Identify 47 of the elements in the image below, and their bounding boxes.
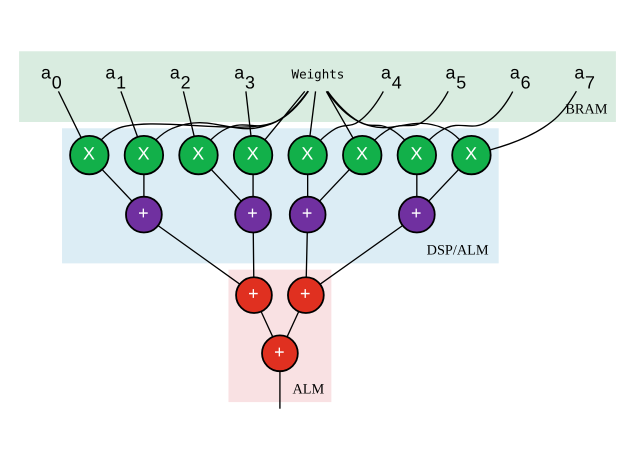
connector	[326, 91, 354, 138]
connector	[279, 371, 281, 409]
connector	[416, 174, 418, 196]
node-circle: X	[342, 134, 382, 176]
node-circle: +	[287, 276, 325, 314]
connector	[245, 91, 252, 136]
connector	[320, 225, 403, 285]
connector	[100, 90, 309, 140]
connector	[264, 90, 306, 140]
connector	[182, 91, 195, 136]
connector	[155, 91, 309, 140]
node-circle: X	[232, 134, 274, 176]
node-circle: +	[288, 196, 326, 234]
connector	[428, 169, 459, 202]
connector	[210, 90, 308, 140]
connector	[320, 91, 384, 141]
node-circle: +	[125, 196, 163, 234]
connector	[143, 174, 145, 196]
connector	[327, 90, 406, 140]
connector	[158, 225, 240, 284]
node-circle: +	[234, 196, 272, 234]
connector	[309, 91, 316, 136]
connector	[306, 174, 308, 196]
node-circle: X	[288, 134, 328, 176]
node-circle: +	[235, 276, 273, 314]
connector	[319, 169, 350, 202]
connector	[260, 311, 274, 338]
node-circle: X	[124, 134, 164, 176]
node-circle: X	[178, 134, 219, 176]
connector	[286, 311, 300, 338]
node-text: Weights	[292, 66, 344, 82]
connector	[102, 169, 132, 202]
connector	[428, 91, 514, 140]
connector	[306, 232, 308, 278]
connector	[490, 90, 577, 150]
connector	[58, 91, 82, 138]
node-circle: X	[451, 134, 492, 176]
node-circle: X	[396, 134, 437, 176]
node-circle: X	[69, 134, 110, 176]
connector	[120, 91, 138, 138]
connector	[210, 169, 242, 202]
connector	[326, 91, 460, 140]
node-circle: +	[398, 196, 436, 234]
connector	[374, 91, 449, 141]
connector	[252, 232, 254, 278]
node-circle: +	[261, 334, 299, 372]
connector	[252, 174, 254, 196]
